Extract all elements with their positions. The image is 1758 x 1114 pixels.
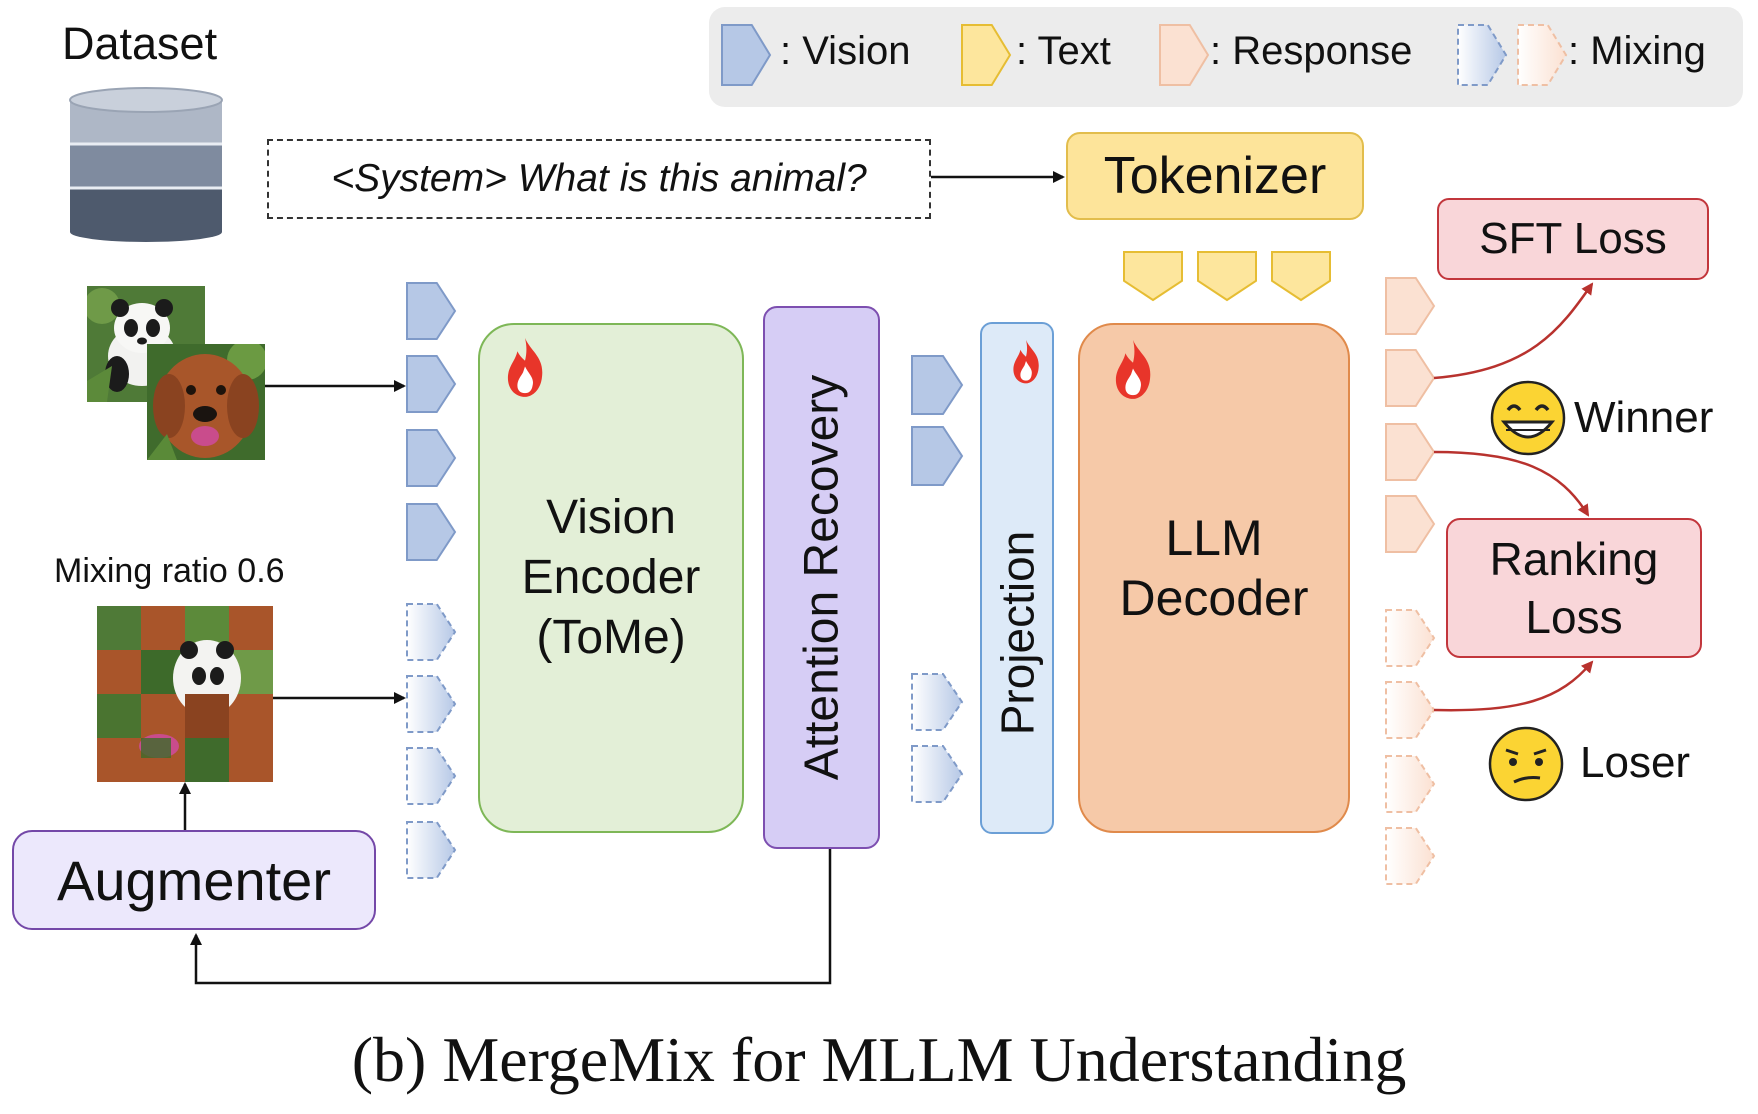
dog-photo xyxy=(147,344,265,460)
mixed-vision-token xyxy=(406,747,457,805)
text-token xyxy=(1271,251,1331,302)
mixing-ratio-label: Mixing ratio 0.6 xyxy=(54,552,285,590)
flame-icon xyxy=(507,338,543,397)
mixed-response-token xyxy=(1385,609,1436,667)
response-token xyxy=(1385,495,1436,553)
winner-to-ranking-arrow xyxy=(1433,450,1590,517)
figure-caption: (b) MergeMix for MLLM Understanding xyxy=(351,1024,1407,1095)
mixed-vision-token xyxy=(406,675,457,733)
vision-token xyxy=(406,282,457,340)
merged-mixed-token xyxy=(911,673,964,731)
mixed-response-token xyxy=(1385,681,1436,739)
legend-response-token xyxy=(1159,24,1210,86)
loser-label: Loser xyxy=(1580,738,1691,787)
legend xyxy=(709,7,1743,107)
merged-vision-token xyxy=(911,355,964,415)
tokenizer-block: Tokenizer xyxy=(1066,132,1364,220)
flame-icon xyxy=(1013,340,1039,384)
vision-token xyxy=(406,503,457,561)
ranking-loss-label: Ranking Loss xyxy=(1489,533,1659,643)
system-prompt-text: <System> What is this animal? xyxy=(331,157,867,200)
legend-text-label: : Text xyxy=(1016,29,1111,73)
merged-mixed-token xyxy=(911,745,964,803)
llm-decoder-label: LLM Decoder xyxy=(1119,510,1309,626)
response-token xyxy=(1385,277,1436,335)
attention-recovery-block: Attention Recovery xyxy=(763,306,880,849)
legend-response-label: : Response xyxy=(1210,29,1413,73)
legend-vision-token xyxy=(721,24,772,86)
legend-mixing-vision-token xyxy=(1457,24,1508,86)
attention-feedback-arrow xyxy=(190,849,832,985)
legend-vision-label: : Vision xyxy=(780,29,911,73)
confused-face-icon xyxy=(1488,726,1564,802)
ranking-loss-block: Ranking Loss xyxy=(1446,518,1702,658)
winner-to-sft-arrow xyxy=(1433,282,1594,380)
sft-loss-block: SFT Loss xyxy=(1437,198,1709,280)
vision-encoder-label: Vision Encoder (ToMe) xyxy=(521,491,701,664)
merged-vision-token xyxy=(911,426,964,486)
mixed-photo xyxy=(97,606,273,782)
loser-to-ranking-arrow xyxy=(1433,660,1594,712)
vision-encoder-block: Vision Encoder (ToMe) xyxy=(478,323,744,833)
system-prompt: <System> What is this animal? xyxy=(267,139,931,219)
response-token xyxy=(1385,423,1436,481)
augmenter-label: Augmenter xyxy=(57,848,331,912)
legend-text-token xyxy=(961,24,1012,86)
winner-label: Winner xyxy=(1574,393,1714,442)
text-token xyxy=(1123,251,1183,302)
dataset-label: Dataset xyxy=(62,18,218,69)
llm-decoder-block: LLM Decoder xyxy=(1078,323,1350,833)
legend-mixing-response-token xyxy=(1517,24,1568,86)
mixed-vision-token xyxy=(406,821,457,879)
response-token xyxy=(1385,349,1436,407)
mixed-response-token xyxy=(1385,827,1436,885)
mixed-response-token xyxy=(1385,755,1436,813)
projection-block: Projection xyxy=(980,322,1054,834)
vision-token xyxy=(406,429,457,487)
flame-icon xyxy=(1115,340,1151,399)
mixed-vision-token xyxy=(406,603,457,661)
vision-token xyxy=(406,355,457,413)
tokenizer-label: Tokenizer xyxy=(1103,147,1327,205)
grinning-face-icon xyxy=(1490,380,1566,456)
database-icon xyxy=(69,87,223,242)
augmenter-block: Augmenter xyxy=(12,830,376,930)
legend-mixing-label: : Mixing xyxy=(1568,29,1706,73)
text-token xyxy=(1197,251,1257,302)
sft-loss-label: SFT Loss xyxy=(1479,214,1667,263)
